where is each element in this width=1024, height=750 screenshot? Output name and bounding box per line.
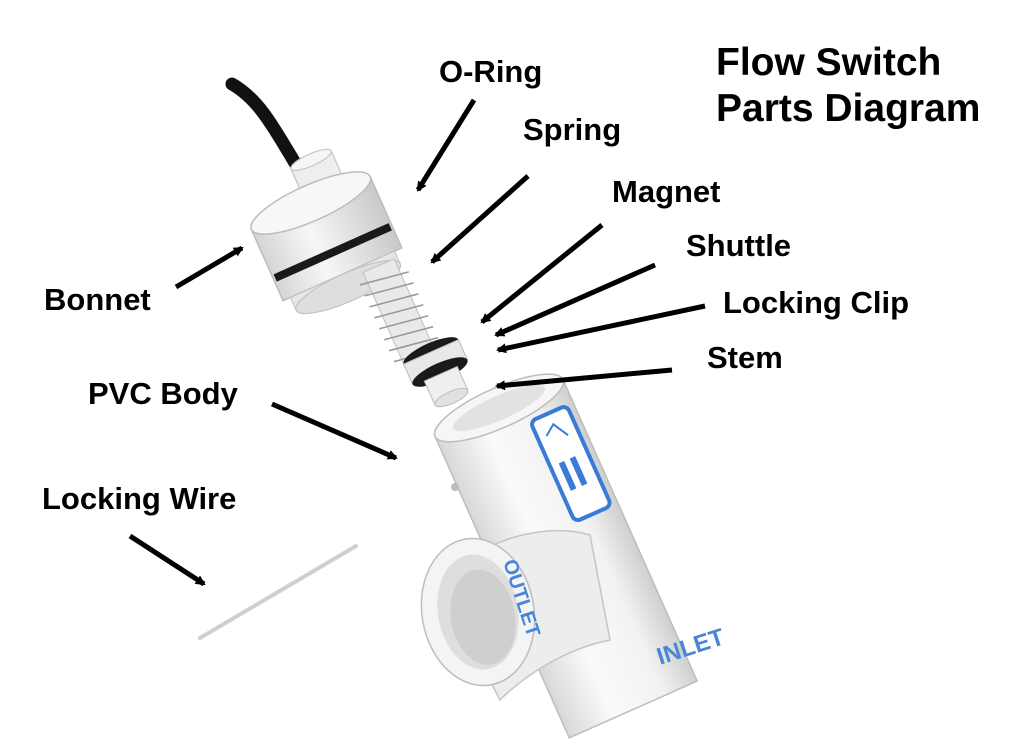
brand-label-icon xyxy=(530,405,612,523)
arrow-locking-wire xyxy=(128,533,206,587)
arrow-spring xyxy=(430,174,530,264)
arrow-bonnet xyxy=(174,245,244,290)
bonnet xyxy=(250,171,403,315)
arrows xyxy=(128,98,706,587)
arrow-magnet xyxy=(480,223,604,324)
spring xyxy=(359,258,444,374)
label-bonnet: Bonnet xyxy=(44,282,151,317)
arrow-o-ring xyxy=(415,98,477,192)
label-locking-clip: Locking Clip xyxy=(723,285,909,320)
locking-clip xyxy=(412,357,468,387)
arrow-locking-clip xyxy=(496,303,706,354)
label-spring: Spring xyxy=(523,112,622,147)
body-hole xyxy=(451,483,459,491)
title-line-1: Flow Switch xyxy=(716,41,942,84)
label-stem: Stem xyxy=(707,340,783,375)
label-magnet: Magnet xyxy=(612,174,721,209)
o-ring xyxy=(273,223,392,282)
arrow-stem xyxy=(495,367,673,391)
arrow-pvc-body xyxy=(271,401,398,461)
label-o-ring: O-Ring xyxy=(439,54,543,89)
locking-wire xyxy=(198,544,358,640)
cable xyxy=(225,77,305,175)
title-line-2: Parts Diagram xyxy=(716,87,981,130)
pvc-body: OUTLET INLET xyxy=(420,373,728,739)
label-locking-wire: Locking Wire xyxy=(42,481,237,516)
switch-assembly xyxy=(225,77,469,408)
label-pvc-body: PVC Body xyxy=(88,376,238,411)
arrow-shuttle xyxy=(494,262,657,338)
diagram-title: Flow Switch Parts Diagram xyxy=(716,40,980,132)
label-shuttle: Shuttle xyxy=(686,228,792,263)
